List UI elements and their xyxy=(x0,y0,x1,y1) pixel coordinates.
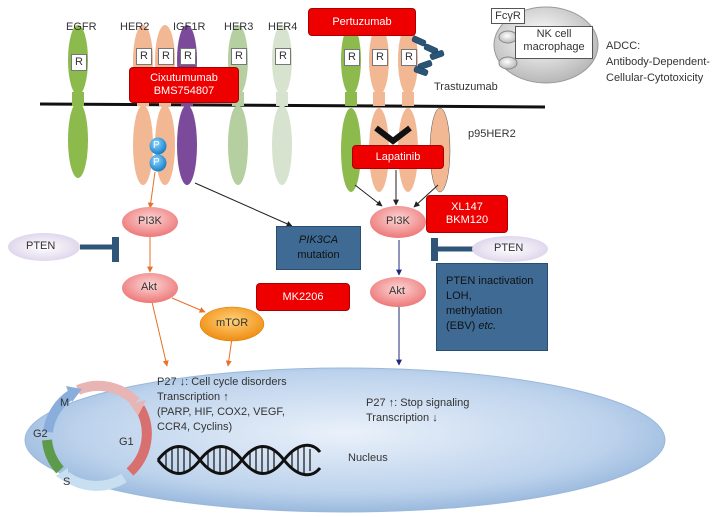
drug-bms-label: BMS754807 xyxy=(153,85,215,97)
receptor-right-green xyxy=(341,25,361,192)
label-igf1r: IGF1R xyxy=(173,21,206,33)
pik3ca-mutation-box: PIK3CA mutation xyxy=(276,226,361,270)
drug-lapatinib-label: Lapatinib xyxy=(375,151,421,163)
nucleus-left-line1: P27 ↓: Cell cycle disorders xyxy=(157,376,287,388)
pten-inactivation-box: PTEN inactivation LOH, methylation (EBV)… xyxy=(436,263,548,351)
akt-right xyxy=(370,277,426,307)
pten-inactivation-line2: LOH, xyxy=(446,290,472,302)
label-her4: HER4 xyxy=(268,21,298,33)
nucleus-label: Nucleus xyxy=(348,452,388,464)
drug-pertuzumab-label: Pertuzumab xyxy=(332,16,392,28)
r-box-igf1r: R xyxy=(180,48,196,65)
pten-oval-left xyxy=(8,233,80,261)
adcc-cell-line2: macrophage xyxy=(523,41,585,53)
pi3k-right xyxy=(370,206,426,238)
arrow-p-to-pi3k xyxy=(147,171,156,209)
pi3k-right-label: PI3K xyxy=(386,215,410,227)
label-her3: HER3 xyxy=(224,21,254,33)
cell-cycle-g2: G2 xyxy=(33,428,48,440)
nucleus-left-line3: (PARP, HIF, COX2, VEGF, xyxy=(157,406,285,418)
pten-inhibition-left xyxy=(80,237,119,262)
r-box-right-her2-b: R xyxy=(401,49,417,66)
phospho-label-2: P xyxy=(153,157,160,168)
pten-right-label: PTEN xyxy=(494,242,524,254)
r-box-her2-b: R xyxy=(158,48,174,65)
nucleus-right-line2: Transcription ↓ xyxy=(366,412,438,424)
drug-xl147-label: XL147 xyxy=(451,201,483,213)
arrow-akt-to-mtor xyxy=(171,297,206,313)
nucleus-right-text: P27 ↑: Stop signaling Transcription ↓ xyxy=(366,396,469,426)
adcc-label-line3: Cellular-Cytotoxicity xyxy=(606,72,704,84)
fcr-box: FcγR xyxy=(491,8,525,24)
nucleus-left-line2: Transcription ↑ xyxy=(157,391,229,403)
pten-inhibition-right xyxy=(431,238,478,261)
arrow-green-to-pi3k xyxy=(354,184,383,207)
pten-left-label: PTEN xyxy=(26,240,56,252)
pten-oval-right xyxy=(472,236,548,262)
cell-cycle-s: S xyxy=(63,476,71,488)
nucleus-ellipse xyxy=(24,367,666,513)
phospho-label-1: P xyxy=(153,140,160,151)
cell-cycle-diagram xyxy=(42,380,152,491)
pten-inactivation-etc: etc. xyxy=(478,320,497,332)
cell-membrane xyxy=(39,102,546,109)
r-box-her3: R xyxy=(231,48,247,65)
pten-inactivation-ebv: (EBV) xyxy=(446,320,479,332)
r-box-her2-a: R xyxy=(136,48,152,65)
adcc-label-line1: ADCC: xyxy=(606,40,641,52)
phospho-circle-2 xyxy=(149,154,167,172)
pik3ca-gene-label: PIK3CA xyxy=(298,234,339,246)
fc-receptor-knob-bottom xyxy=(498,56,518,70)
mtor-label: mTOR xyxy=(216,317,249,329)
r-box-right-her2-a: R xyxy=(372,49,388,66)
pik3ca-mutation-label: mutation xyxy=(297,249,340,261)
drug-cixutumumab: Cixutumumab BMS754807 xyxy=(129,67,239,103)
arrow-akt-to-nucleus xyxy=(151,301,169,367)
drug-pertuzumab: Pertuzumab xyxy=(308,8,416,36)
cell-cycle-g1: G1 xyxy=(119,436,134,448)
drug-bkm120-label: BKM120 xyxy=(445,214,489,226)
mtor-node xyxy=(199,306,265,342)
arrow-mtor-to-nucleus xyxy=(225,337,233,367)
arrow-receptor-to-pik3ca xyxy=(194,182,293,227)
label-egfr: EGFR xyxy=(66,21,97,33)
r-box-her4: R xyxy=(275,48,291,65)
r-box-egfr: R xyxy=(71,54,87,71)
pten-inactivation-line1: PTEN inactivation xyxy=(446,275,534,287)
nucleus-left-text: P27 ↓: Cell cycle disorders Transcriptio… xyxy=(157,375,287,435)
r-box-right-green: R xyxy=(344,49,360,66)
drug-cixutumumab-label: Cixutumumab xyxy=(150,72,218,84)
cell-cycle-m: M xyxy=(60,397,70,409)
nucleus-right-line1: P27 ↑: Stop signaling xyxy=(366,397,470,409)
akt-left-label: Akt xyxy=(141,281,157,293)
adcc-cell-label: NK cell macrophage xyxy=(515,26,593,59)
lapatinib-inhibitor-mark xyxy=(374,125,412,145)
label-trastuzumab: Trastuzumab xyxy=(434,81,498,93)
phospho-circle-1 xyxy=(149,137,167,155)
pten-inactivation-line3: methylation xyxy=(446,305,503,317)
drug-lapatinib: Lapatinib xyxy=(352,145,444,169)
label-p95her2: p95HER2 xyxy=(468,128,516,140)
drug-xl147-bkm120: XL147 BKM120 xyxy=(426,195,508,233)
adcc-label: ADCC: Antibody-Dependent- Cellular-Cytot… xyxy=(606,38,710,86)
adcc-label-line2: Antibody-Dependent- xyxy=(606,56,710,68)
nucleus-left-line4: CCR4, Cyclins) xyxy=(157,421,233,433)
pi3k-left xyxy=(122,207,178,237)
dna-helix xyxy=(156,443,322,477)
adcc-cell-line1: NK cell xyxy=(536,28,572,40)
receptor-egfr xyxy=(68,25,88,178)
pten-inactivation-line4: (EBV) etc. xyxy=(446,319,547,334)
akt-right-label: Akt xyxy=(389,285,405,297)
drug-mk2206: MK2206 xyxy=(256,283,350,311)
akt-left xyxy=(122,273,178,303)
label-her2: HER2 xyxy=(120,21,150,33)
pi3k-left-label: PI3K xyxy=(138,215,162,227)
trastuzumab-antibody-icon xyxy=(411,35,445,76)
drug-mk2206-label: MK2206 xyxy=(282,291,324,303)
